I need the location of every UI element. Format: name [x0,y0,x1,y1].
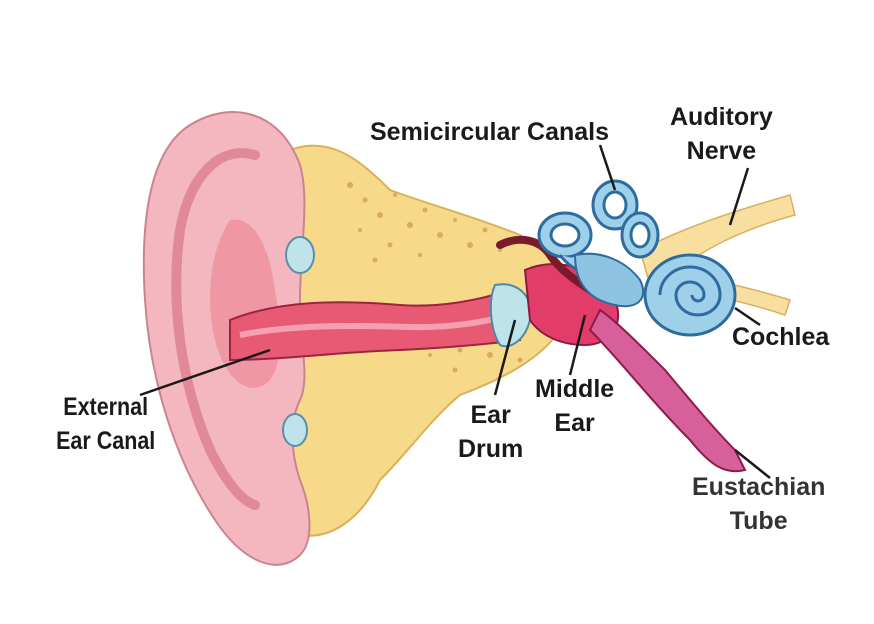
label-cochlea: Cochlea [732,323,830,351]
leader-external-ear-canal [139,348,271,397]
label-auditory-nerve: Auditory Nerve [670,103,773,165]
label-external-ear-canal: External Ear Canal [56,393,156,455]
eustachian-tube [588,308,747,473]
ear-drum [489,283,532,348]
leader-auditory-nerve [728,167,750,226]
leader-cochlea [734,306,761,327]
leader-middle-ear [568,314,587,376]
ossicles [496,235,594,294]
label-eustachian-tube: Eustachian Tube [692,473,826,535]
ear-canal-highlight [239,312,511,338]
label-middle-ear: Middle Ear [535,375,615,437]
leader-lines [139,144,771,479]
leader-ear-drum [493,319,517,396]
label-ear-drum: Ear Drum [458,401,524,463]
vestibule [573,252,645,308]
leader-semicircular-canals [598,144,617,191]
leader-eustachian-tube [734,449,771,479]
cartilage-lower [282,413,308,447]
pinna-fold [171,148,260,510]
label-semicircular-canals: Semicircular Canals [370,118,610,146]
cartilage-upper [285,236,315,274]
cochlea [643,253,737,337]
